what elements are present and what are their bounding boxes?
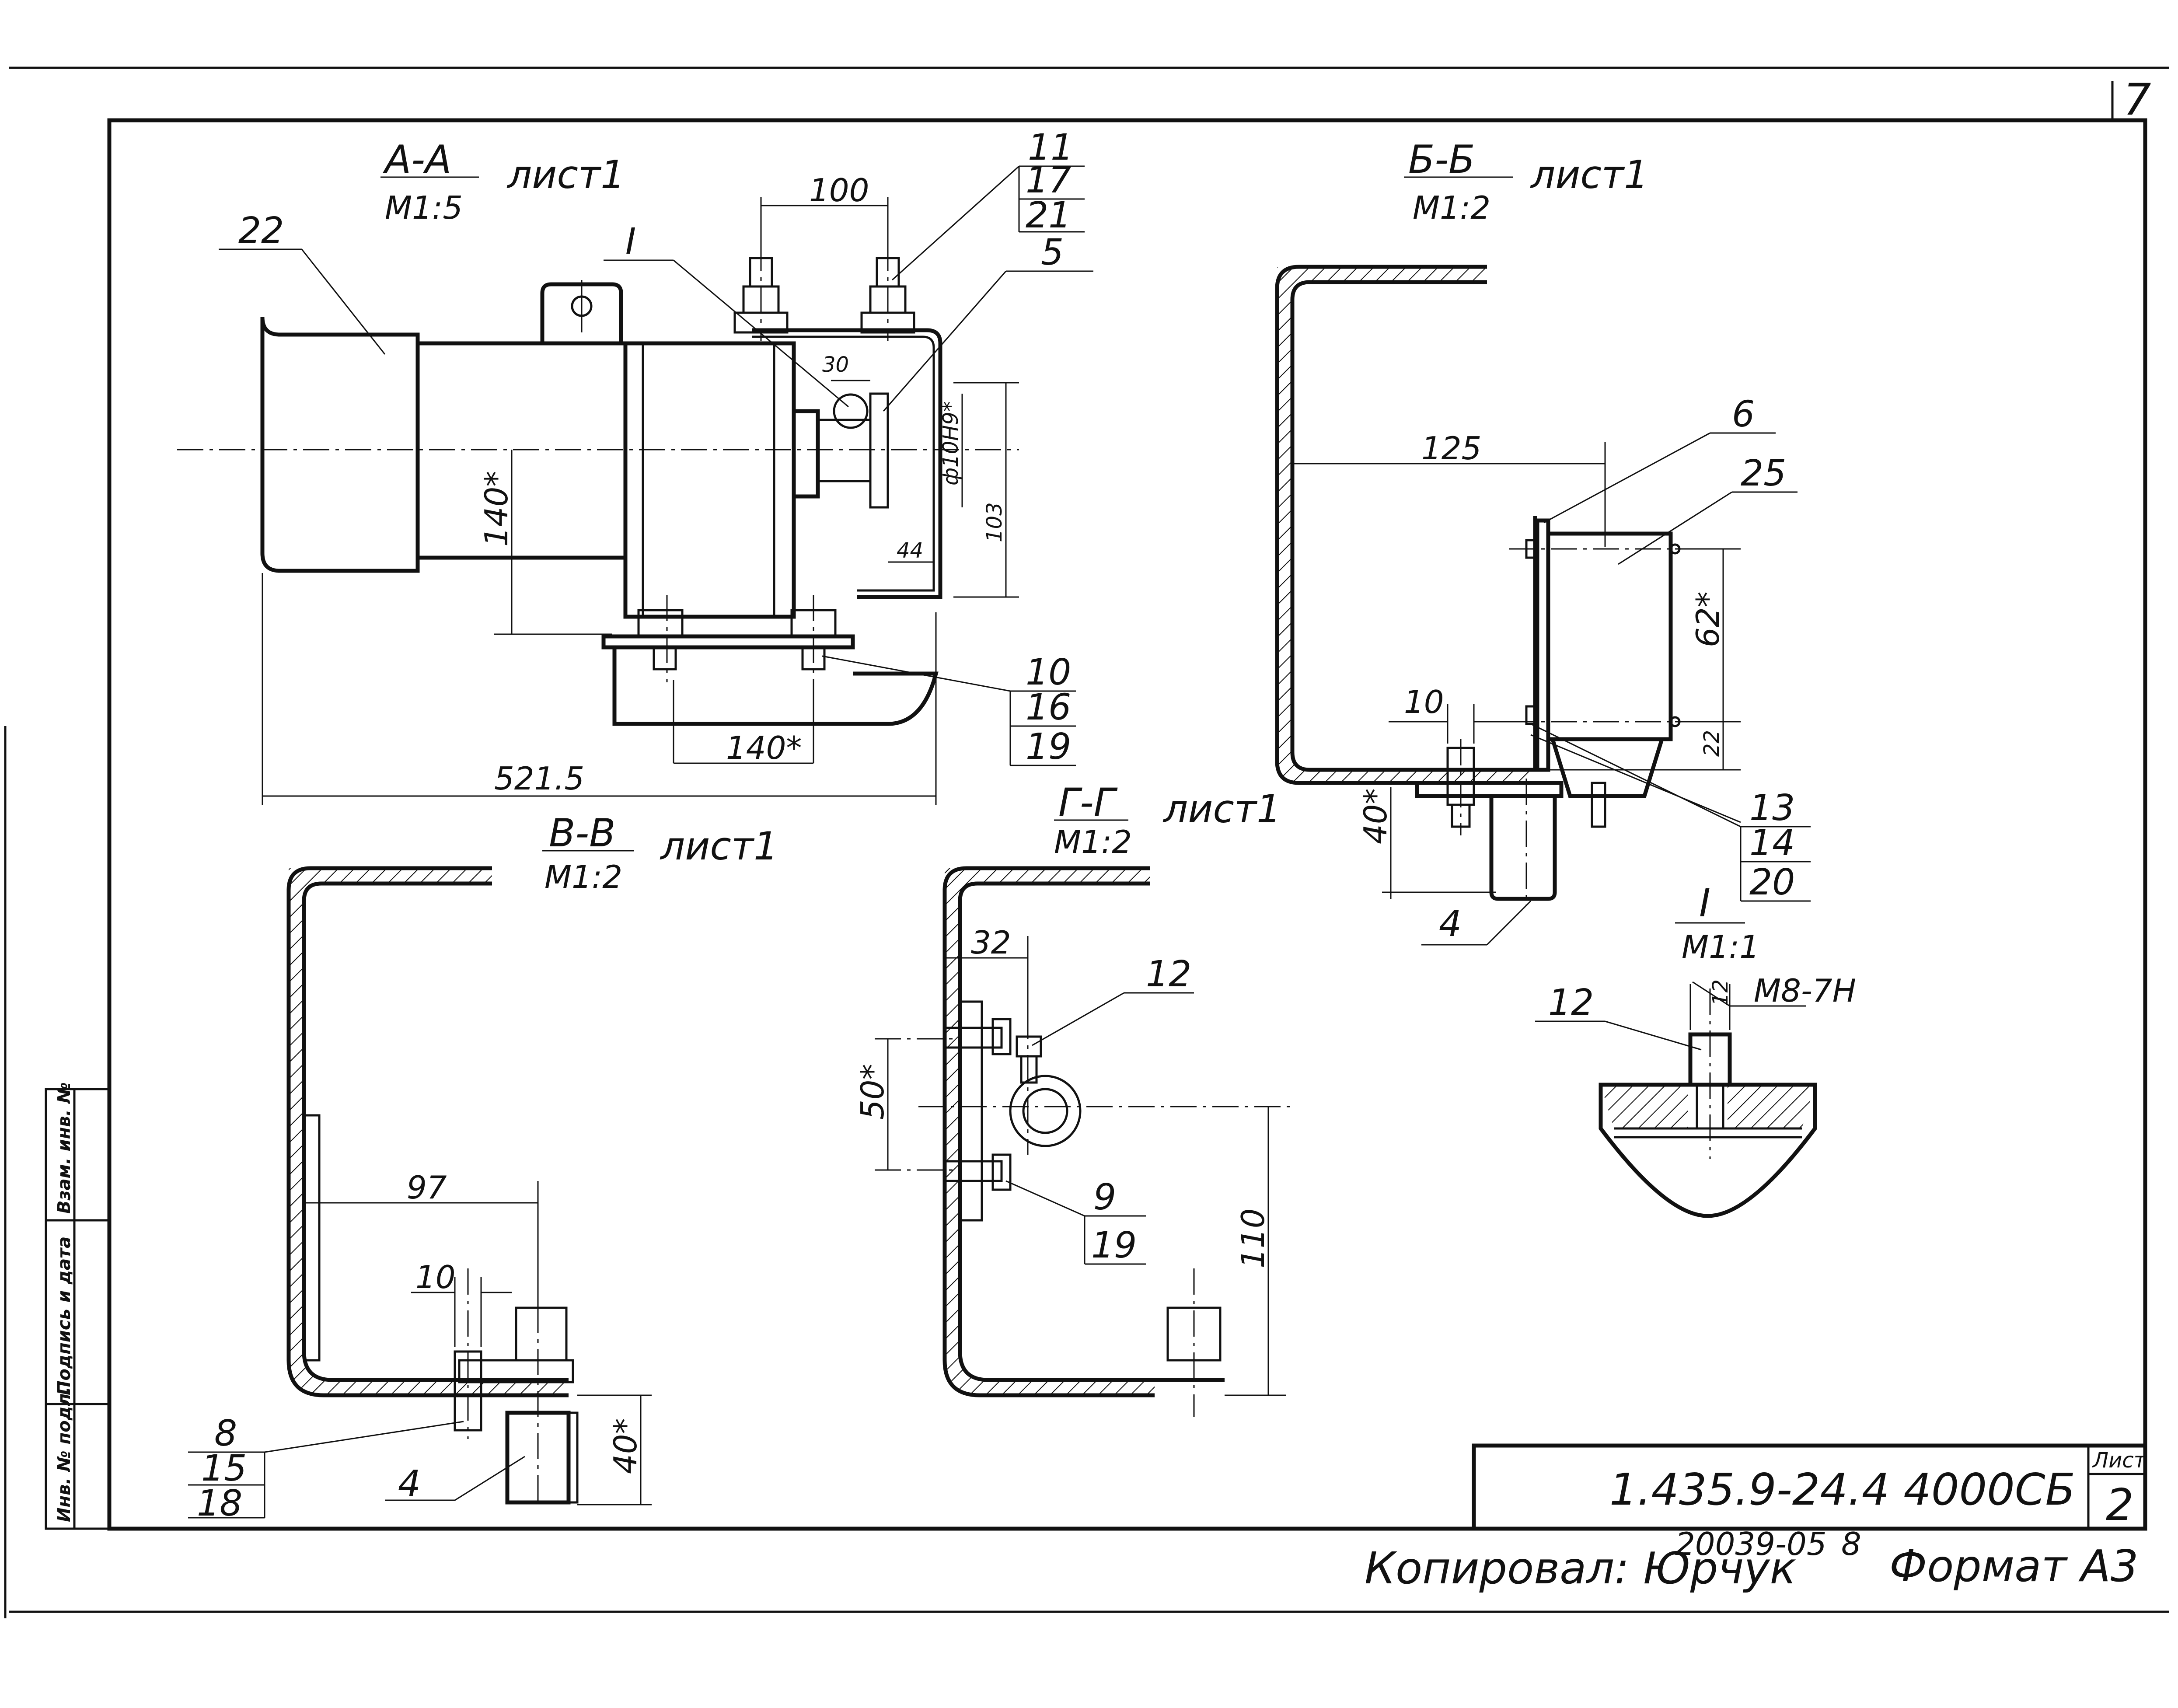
dim-bb-10: 10 (1404, 684, 1444, 720)
dim-detail-m8: М8-7Н (1754, 972, 1856, 1009)
sheet-corner-number: 7 (2123, 74, 2151, 125)
order-number: 20039-05 (1675, 1526, 1827, 1562)
side-stamp (45, 1088, 111, 1530)
dim-aa-100: 100 (809, 172, 869, 209)
callout-vv-4: 4 (398, 1463, 421, 1505)
callout-detail-12: 12 (1548, 982, 1594, 1023)
dim-aa-phi: ф10Н9* (939, 401, 963, 486)
view-bb-sheet: лист1 (1530, 152, 1648, 197)
callout-gg-12: 12 (1146, 954, 1191, 995)
dim-gg-110: 110 (1235, 1209, 1271, 1268)
view-aa-sheet: лист1 (506, 152, 625, 197)
view-bb-name: Б-Б (1408, 137, 1475, 182)
callout-vv-15: 15 (201, 1448, 247, 1489)
view-detail-name: I (1699, 880, 1710, 926)
callout-bb-4: 4 (1439, 903, 1462, 945)
copied-by: Копировал: Юрчук (1365, 1543, 1796, 1594)
callout-aa-10: 10 (1026, 652, 1071, 693)
view-aa-scale: М1:5 (385, 189, 463, 226)
dim-gg-50: 50* (854, 1064, 891, 1120)
dim-bb-62: 62* (1689, 591, 1726, 647)
callout-gg-19: 19 (1091, 1225, 1137, 1266)
drawing-designation: 1.435.9-24.4 4000СБ (1609, 1464, 2075, 1515)
view-detail-I (1535, 922, 1817, 1218)
dim-bb-125: 125 (1421, 430, 1481, 467)
dim-bb-22: 22 (1700, 730, 1724, 757)
callout-bb-20: 20 (1749, 862, 1795, 903)
callout-aa-17: 17 (1026, 160, 1071, 201)
view-vv-sheet: лист1 (660, 824, 778, 869)
view-vv-name: В-В (549, 810, 616, 856)
view-gg (875, 819, 1295, 1417)
stamp-signature-date: Подпись и дата (54, 1236, 74, 1395)
dim-aa-521: 521.5 (494, 760, 584, 797)
sheet-frame (4, 66, 2169, 1618)
callout-aa-16: 16 (1026, 687, 1071, 728)
title-block (1472, 1443, 2147, 1531)
dim-aa-30: 30 (822, 353, 849, 377)
dim-bb-40: 40* (1357, 788, 1394, 844)
view-bb-scale: М1:2 (1413, 189, 1490, 226)
callout-aa-11: 11 (1028, 127, 1073, 168)
view-gg-name: Г-Г (1058, 780, 1118, 825)
view-aa-name: А-А (383, 137, 451, 182)
callout-bb-13: 13 (1749, 787, 1795, 829)
callout-aa-22: 22 (238, 210, 284, 251)
dim-vv-40: 40* (607, 1418, 644, 1474)
callout-bb-14: 14 (1749, 822, 1795, 864)
stamp-replaced-inv: Взам. инв. № (54, 1082, 74, 1214)
dim-gg-32: 32 (971, 924, 1011, 961)
list-number: 2 (2106, 1479, 2134, 1530)
view-vv-scale: М1:2 (544, 859, 622, 895)
paper-format: Формат А3 (1889, 1540, 2139, 1592)
view-detail-scale: М1:1 (1682, 929, 1759, 965)
dim-aa-44: 44 (897, 538, 923, 563)
dim-aa-103: 103 (982, 502, 1007, 542)
dim-detail-12: 12 (1708, 979, 1733, 1006)
callout-vv-8: 8 (214, 1413, 237, 1454)
callout-bb-6: 6 (1732, 394, 1755, 435)
view-gg-scale: М1:2 (1054, 824, 1132, 860)
order-sheet: 8 (1841, 1526, 1861, 1562)
callout-aa-19: 19 (1026, 726, 1071, 768)
stamp-inv-no: Инв. № подл. (54, 1387, 74, 1522)
view-aa (177, 165, 1093, 805)
list-label: Лист (2092, 1448, 2147, 1473)
callout-bb-25: 25 (1741, 453, 1786, 494)
dim-aa-140b: 140* (726, 730, 802, 766)
dim-vv-97: 97 (407, 1169, 447, 1206)
callout-vv-18: 18 (197, 1483, 242, 1524)
callout-gg-9: 9 (1093, 1177, 1116, 1218)
view-gg-sheet: лист1 (1162, 786, 1281, 831)
callout-aa-I: I (625, 221, 636, 262)
dim-aa-140: 140* (478, 471, 515, 547)
dim-vv-10: 10 (415, 1259, 456, 1296)
view-bb (1275, 176, 1811, 946)
view-vv (188, 850, 652, 1519)
callout-aa-5: 5 (1041, 232, 1064, 273)
callout-aa-21: 21 (1026, 195, 1071, 236)
